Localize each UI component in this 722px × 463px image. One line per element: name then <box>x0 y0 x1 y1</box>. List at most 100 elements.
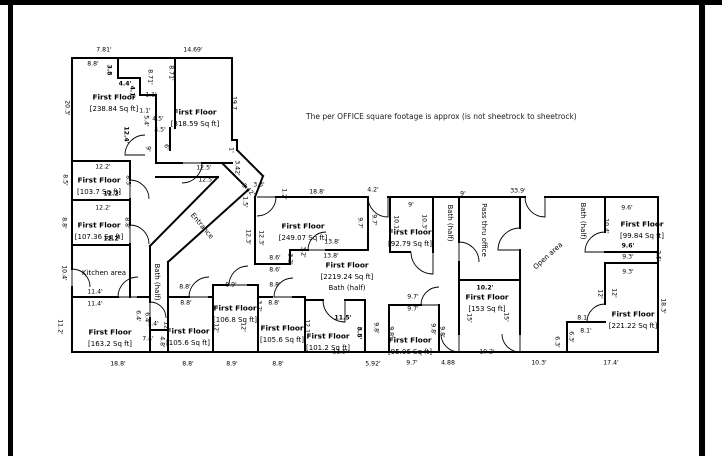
dimension-label: 7.4' <box>142 336 154 343</box>
door-swing-icon <box>410 251 434 275</box>
dimension-label: 9.3' <box>622 254 634 261</box>
dimension-label: 15' <box>503 312 510 322</box>
room-sqft: [106.8 Sq ft] <box>213 316 257 324</box>
dimension-label: 8.1' <box>580 328 592 335</box>
room-label: First Floor <box>388 336 431 345</box>
room-sqft: [318.59 Sq ft] <box>171 120 220 128</box>
dimension-label: 8.6' <box>269 255 281 262</box>
room-extra: Bath (half) <box>328 284 365 292</box>
room-label: First Floor <box>260 324 303 333</box>
dimension-label: 4.88 <box>441 360 455 367</box>
door-swing-icon <box>129 224 150 245</box>
wall <box>254 196 369 265</box>
door-swing-icon <box>129 179 150 200</box>
wall <box>389 196 434 253</box>
wall <box>148 175 220 248</box>
wall <box>220 161 248 189</box>
dimension-label: 9.8' <box>439 326 446 338</box>
door-swing-icon <box>524 196 546 218</box>
room-sqft: [153 Sq ft] <box>468 305 506 313</box>
dimension-label: 8.9' <box>226 361 238 368</box>
dimension-label: 9.3' <box>622 269 634 276</box>
dimension-label: 8.8' <box>179 284 191 291</box>
dimension-label: 9.8' <box>430 323 437 335</box>
zone-label: Pass thru office <box>480 203 488 257</box>
room-sqft: [92.79 Sq ft] <box>388 240 432 248</box>
dimension-label: 3.2' <box>256 300 263 312</box>
dimension-label: 9' <box>145 146 152 152</box>
door-swing-icon <box>584 231 606 253</box>
room-label: First Floor <box>77 221 120 230</box>
room-label: First Floor <box>388 228 431 237</box>
dimension-label: 11.4' <box>87 301 103 308</box>
dimension-label: 13.8' <box>324 239 340 246</box>
zone-label: Bath (half) <box>446 204 454 241</box>
dimension-label: 10.2' <box>476 285 493 292</box>
window-frame-top <box>0 0 722 5</box>
dimension-label: 12' <box>240 322 247 332</box>
dimension-label: 9.6' <box>622 243 635 250</box>
zone-label: Bath (half) <box>579 202 587 239</box>
dimension-label: 8.8' <box>356 327 363 340</box>
dimension-label: 4.5' <box>154 127 166 134</box>
dimension-label: 12.5' <box>196 165 212 172</box>
door-swing-icon <box>149 301 167 319</box>
dimension-label: 4.1' <box>129 86 136 99</box>
dimension-label: 12.5' <box>198 177 214 184</box>
dimension-label: 12' <box>597 289 604 299</box>
dimension-label: 12.2' <box>103 191 120 198</box>
room-label: First Floor <box>88 328 131 337</box>
dimension-label: 8.5' <box>125 175 132 187</box>
zone-label: Open area <box>532 241 565 271</box>
window-frame-left <box>8 0 13 456</box>
dimension-label: 3.2' <box>287 253 294 265</box>
room-label: First Floor <box>213 304 256 313</box>
room-sqft: [101.2 Sq ft] <box>306 344 350 352</box>
dimension-label: 8.71' <box>147 69 154 85</box>
room-label: First Floor <box>465 293 508 302</box>
dimension-label: 11.5' <box>334 315 351 322</box>
dimension-label: 8.8' <box>124 217 131 229</box>
dimension-label: 7.81' <box>96 47 112 54</box>
dimension-label: 1.2' <box>281 188 288 200</box>
dimension-label: 8.1' <box>577 315 589 322</box>
room-label: First Floor <box>620 220 663 229</box>
dimension-label: 13.8' <box>323 253 339 260</box>
dimension-label: 19.7 <box>231 96 238 110</box>
door-swing-icon <box>117 276 139 298</box>
dimension-label: 10.4' <box>61 265 68 281</box>
dimension-label: 3.2' <box>300 246 307 258</box>
door-swing-icon <box>256 196 277 217</box>
dimension-label: 18.8' <box>110 361 126 368</box>
dimension-label: 12.3' <box>245 229 252 245</box>
dimension-label: 6' <box>163 144 170 150</box>
dimension-label: 9.8' <box>388 326 395 338</box>
dimension-label: 9.7' <box>406 360 418 367</box>
dimension-label: 6.3' <box>568 331 575 343</box>
room-sqft: [238.84 Sq ft] <box>90 105 139 113</box>
dimension-label: 33.9' <box>510 188 526 195</box>
room-sqft: [105.6 Sq ft] <box>260 336 304 344</box>
dimension-label: 12' <box>213 323 220 333</box>
dimension-label: 10.3' <box>531 360 547 367</box>
zone-label: Entrance <box>189 211 215 240</box>
dimension-label: 10.2' <box>479 349 495 356</box>
dimension-label: 18.3' <box>660 298 667 314</box>
zone-label: Kitchen area <box>82 269 126 277</box>
room-label: First Floor <box>92 93 135 102</box>
room-sqft: [249.07 Sq ft] <box>279 234 328 242</box>
dimension-label: 12.3' <box>258 230 265 246</box>
door-swing-icon <box>458 241 480 263</box>
dimension-label: 4.4' <box>119 81 132 88</box>
dimension-label: 9.6' <box>621 205 633 212</box>
dimension-label: 8.6' <box>269 267 281 274</box>
dimension-label: 9' <box>408 202 414 209</box>
door-swing-icon <box>71 268 91 288</box>
dimension-label: 10.3' <box>421 214 428 230</box>
dimension-label: 12' <box>611 288 618 298</box>
room-label: First Floor <box>611 310 654 319</box>
dimension-label: 2.5' <box>655 250 662 262</box>
dimension-label: 5.92' <box>365 361 381 368</box>
room-label: First Floor <box>77 176 120 185</box>
room-sqft: [2219.24 Sq ft] <box>321 273 374 281</box>
